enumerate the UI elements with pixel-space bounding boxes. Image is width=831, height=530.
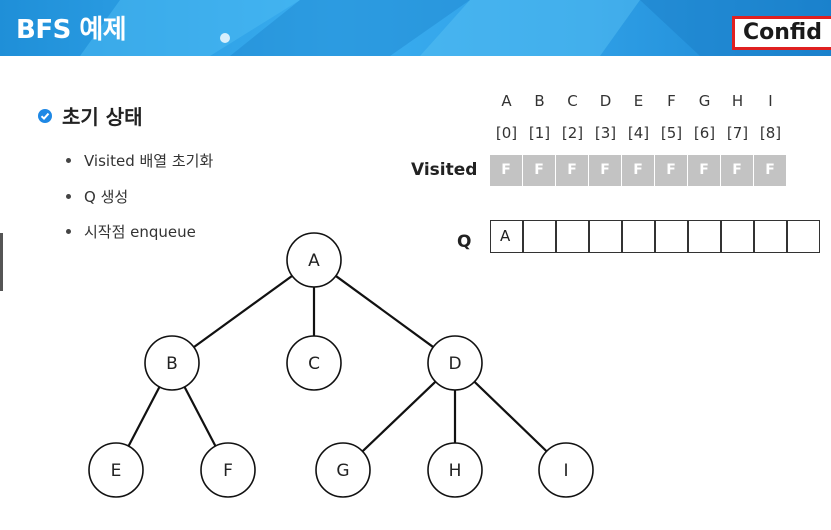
column-letter: E	[633, 92, 644, 110]
side-marker	[0, 233, 3, 291]
tree-node-G: G	[315, 442, 371, 498]
tree-node-circle	[88, 442, 144, 498]
check-circle-icon	[38, 108, 52, 123]
tree-node-circle	[315, 442, 371, 498]
tree-node-B: B	[144, 335, 200, 391]
tree-node-circle	[286, 232, 342, 288]
queue-cell	[754, 220, 787, 253]
column-letter: D	[599, 92, 612, 110]
confidential-badge: Confid	[732, 16, 831, 50]
column-letter: F	[667, 92, 676, 110]
bullet-dot-icon	[66, 194, 71, 199]
tree-node-label: F	[223, 461, 233, 481]
section-heading: 초기 상태	[38, 101, 143, 130]
column-index: [1]	[528, 124, 551, 142]
column-letter: H	[731, 92, 744, 110]
tree-edge-D-I	[473, 380, 548, 453]
queue-cell: A	[490, 220, 523, 253]
column-index: [6]	[693, 124, 716, 142]
tree-edge-A-B	[193, 274, 293, 349]
tree-node-label: G	[336, 461, 349, 481]
tree-node-label: C	[308, 354, 320, 374]
visited-cell: F	[721, 155, 753, 186]
tree-node-label: B	[166, 354, 178, 374]
tree-node-circle	[538, 442, 594, 498]
tree-edge-A-D	[335, 275, 434, 348]
tree-node-circle	[427, 442, 483, 498]
tree-edge-B-F	[183, 386, 217, 447]
list-item: 시작점 enqueue	[66, 221, 196, 242]
tree-node-C: C	[286, 335, 342, 391]
tree-node-circle	[286, 335, 342, 391]
tree-node-label: I	[563, 461, 568, 481]
list-item: Visited 배열 초기화	[66, 150, 213, 171]
visited-cell: F	[655, 155, 687, 186]
tree-node-E: E	[88, 442, 144, 498]
header-band: BFS 예제 Confid	[0, 0, 831, 56]
bullet-text: Visited 배열 초기화	[84, 152, 214, 170]
bullet-dot-icon	[66, 158, 71, 163]
queue-cell	[622, 220, 655, 253]
header-facets	[80, 0, 831, 56]
queue-cell	[589, 220, 622, 253]
tree-node-I: I	[538, 442, 594, 498]
bullet-text: 시작점 enqueue	[84, 223, 196, 241]
bullet-text: Q 생성	[84, 188, 129, 206]
queue-cell	[523, 220, 556, 253]
queue-label: Q	[457, 232, 472, 252]
tree-node-circle	[144, 335, 200, 391]
slide-title: BFS 예제	[16, 15, 127, 45]
visited-cell: F	[589, 155, 621, 186]
tree-edge-B-E	[127, 386, 161, 447]
column-letter: C	[567, 92, 578, 110]
tree-edge-D-G	[361, 380, 437, 453]
visited-cell: F	[754, 155, 786, 186]
column-index: [3]	[594, 124, 617, 142]
column-letter: G	[698, 92, 711, 110]
column-letter: B	[534, 92, 545, 110]
visited-cell: F	[523, 155, 555, 186]
bullet-dot-icon	[66, 229, 71, 234]
tree-node-H: H	[427, 442, 483, 498]
tree-node-label: D	[448, 354, 461, 374]
visited-label: Visited	[411, 160, 478, 180]
tree-node-F: F	[200, 442, 256, 498]
column-index: [4]	[627, 124, 650, 142]
column-letter: I	[768, 92, 773, 110]
column-index: [7]	[726, 124, 749, 142]
tree-node-circle	[200, 442, 256, 498]
tree-node-D: D	[427, 335, 483, 391]
column-letter: A	[501, 92, 512, 110]
queue-cell	[787, 220, 820, 253]
visited-cell: F	[622, 155, 654, 186]
visited-cell: F	[556, 155, 588, 186]
column-index: [0]	[495, 124, 518, 142]
queue-cell	[688, 220, 721, 253]
column-index: [8]	[759, 124, 782, 142]
list-item: Q 생성	[66, 186, 128, 207]
tree-node-label: E	[111, 461, 122, 481]
queue-cell	[721, 220, 754, 253]
queue-cell	[556, 220, 589, 253]
column-index: [2]	[561, 124, 584, 142]
tree-node-A: A	[286, 232, 342, 288]
queue-cell	[655, 220, 688, 253]
tree-node-label: H	[449, 461, 462, 481]
tree-node-circle	[427, 335, 483, 391]
tree-node-label: A	[308, 251, 320, 271]
column-index: [5]	[660, 124, 683, 142]
heading-text: 초기 상태	[62, 105, 143, 129]
visited-cell: F	[490, 155, 522, 186]
visited-cell: F	[688, 155, 720, 186]
